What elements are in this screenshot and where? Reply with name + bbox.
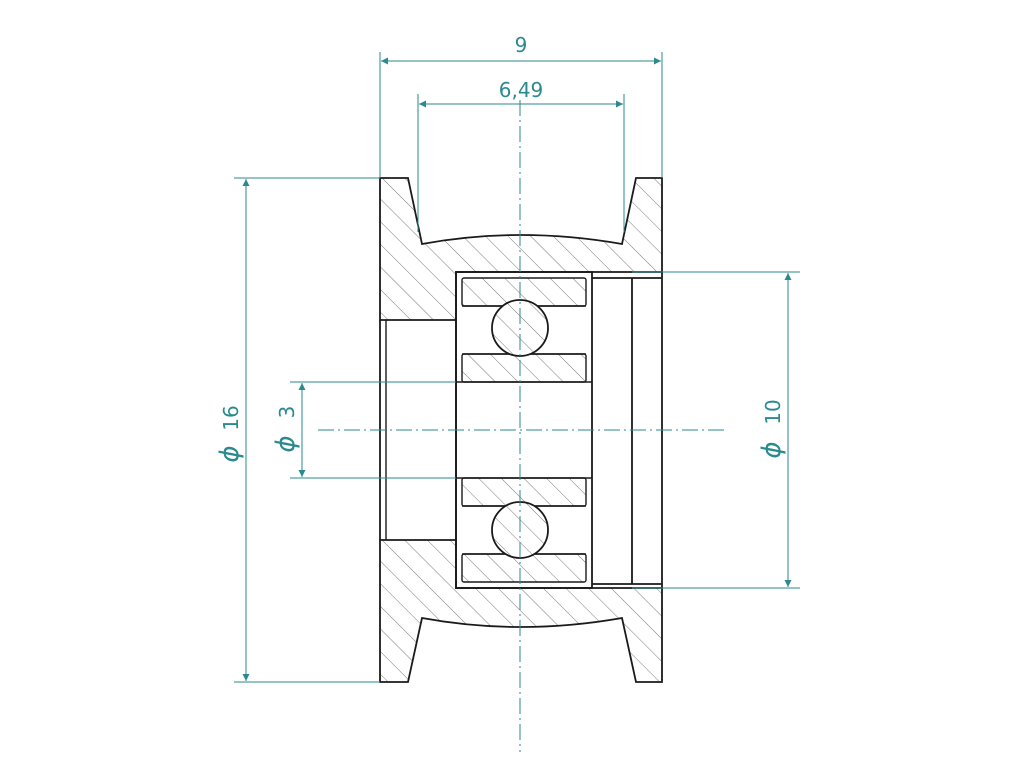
dimension-label-bore-diameter: 3: [275, 406, 299, 419]
dimension-label-outer-diameter: 16: [219, 405, 243, 430]
bearing-bottom: [461, 477, 587, 583]
dimension-bearing-diameter: ϕ 10: [632, 271, 800, 589]
pulley-body-top: [379, 177, 663, 321]
dimension-label-bearing-diameter: 10: [761, 399, 785, 424]
dimension-groove-width: 6,49: [417, 78, 625, 232]
dimension-overall-width: 9: [379, 33, 663, 178]
pulley-body-bottom: [379, 539, 663, 683]
dimension-outer-diameter: ϕ 16: [215, 177, 380, 683]
bearing-top: [461, 277, 587, 383]
dimension-label-overall-width: 9: [515, 33, 528, 57]
dimension-label-groove-width: 6,49: [499, 78, 544, 102]
diameter-symbol-bearing: ϕ: [757, 441, 787, 458]
dimension-bore-diameter: ϕ 3: [271, 381, 456, 479]
diameter-symbol-outer: ϕ: [215, 445, 245, 462]
diameter-symbol-bore: ϕ: [271, 435, 301, 452]
